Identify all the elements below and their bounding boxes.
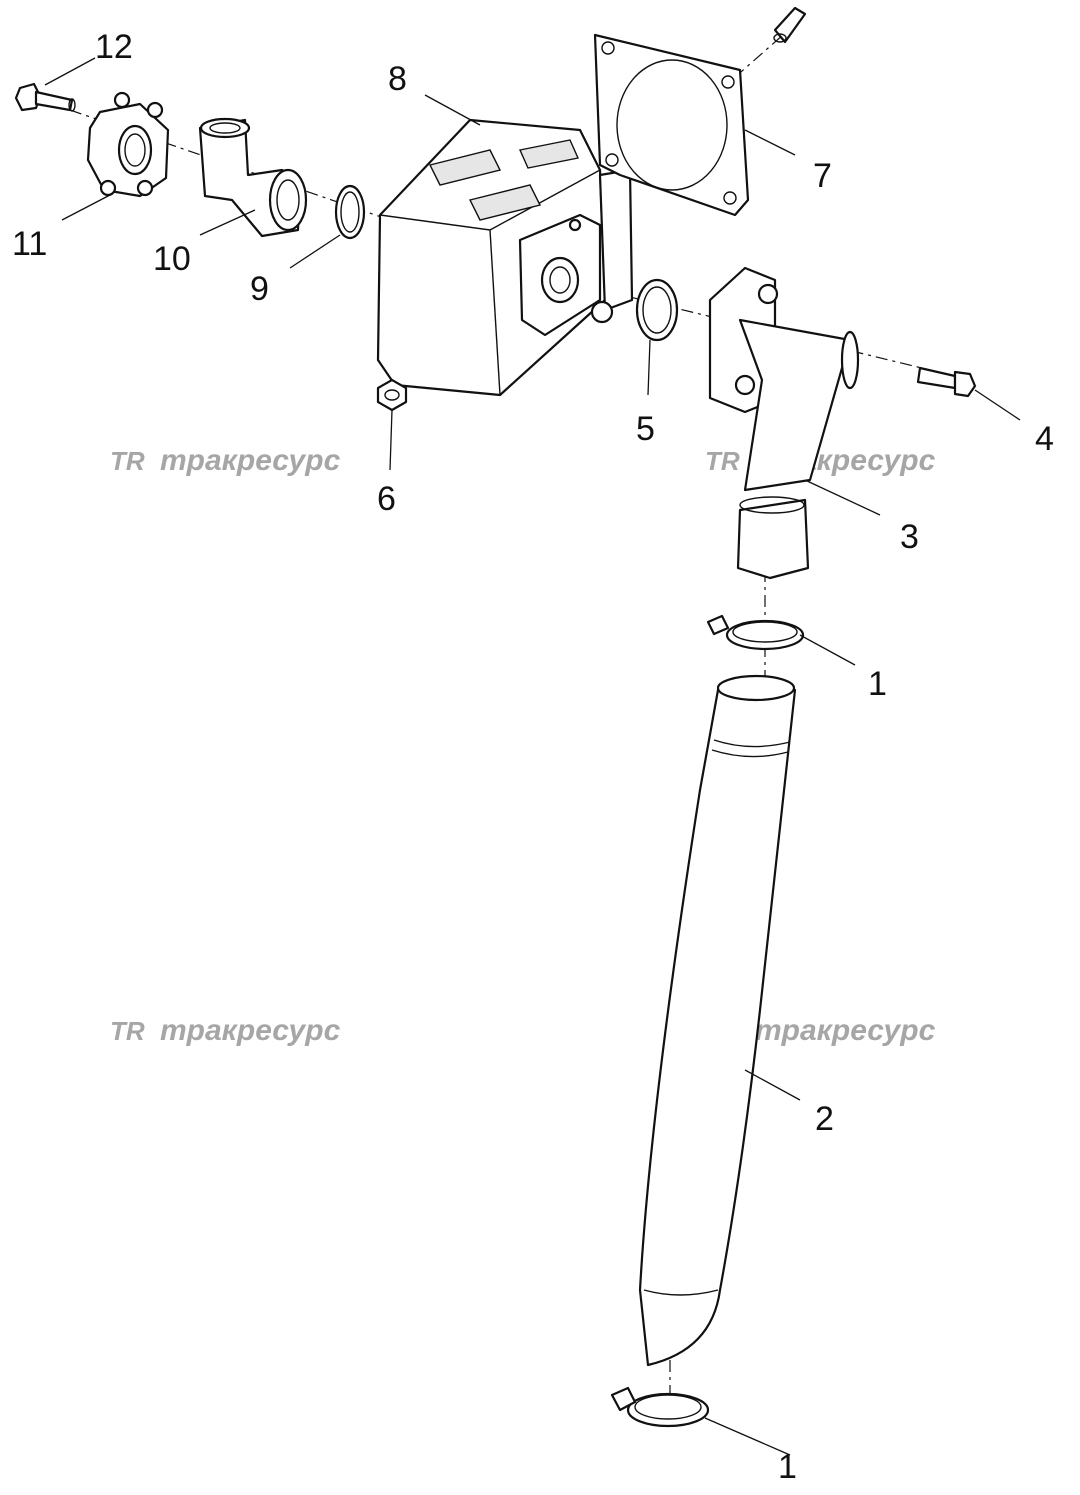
part-1-clamp-lower (610, 1386, 710, 1428)
callout-3: 3 (900, 518, 919, 556)
watermark-text: тракресурс (160, 1014, 341, 1047)
callout-1-lower: 1 (778, 1448, 797, 1486)
part-11-flange (86, 91, 170, 198)
watermark-text: тракресурс (160, 444, 341, 477)
callout-4: 4 (1035, 420, 1054, 458)
callout-1-upper: 1 (868, 665, 887, 703)
part-2-hose (638, 674, 797, 1367)
callout-7: 7 (813, 157, 832, 195)
part-7-gasket (593, 33, 750, 217)
watermark-3: TR тракресурс (110, 1014, 341, 1047)
part-4-bolt (916, 366, 977, 398)
callout-2: 2 (815, 1100, 834, 1138)
part-6-plug (376, 378, 408, 412)
callout-8: 8 (388, 60, 407, 98)
callout-5: 5 (636, 410, 655, 448)
callout-12: 12 (95, 28, 133, 66)
watermark-logo: TR (110, 446, 145, 476)
watermark-text: тракресурс (755, 1014, 936, 1047)
part-8-pump-body (376, 118, 634, 397)
part-9-o-ring (334, 184, 366, 240)
leader-lines (44, 57, 1021, 1456)
dowel-pin (773, 6, 807, 44)
callout-labels: 1 1 2 3 4 5 6 7 8 9 10 11 12 (12, 28, 1054, 1486)
callout-9: 9 (250, 270, 269, 308)
watermark-logo: TR (110, 1016, 145, 1046)
watermark-2: TR тракресурс (705, 444, 936, 477)
part-10-elbow (198, 117, 308, 238)
part-3-suction-elbow (708, 266, 860, 580)
callout-11: 11 (12, 225, 47, 263)
callout-6: 6 (377, 480, 396, 518)
part-1-clamp-upper (706, 614, 805, 651)
part-12-bolt (14, 82, 76, 112)
part-5-o-ring (635, 278, 679, 342)
callout-10: 10 (153, 240, 191, 278)
watermark-logo: TR (705, 446, 740, 476)
watermark-1: TR тракресурс (110, 444, 341, 477)
